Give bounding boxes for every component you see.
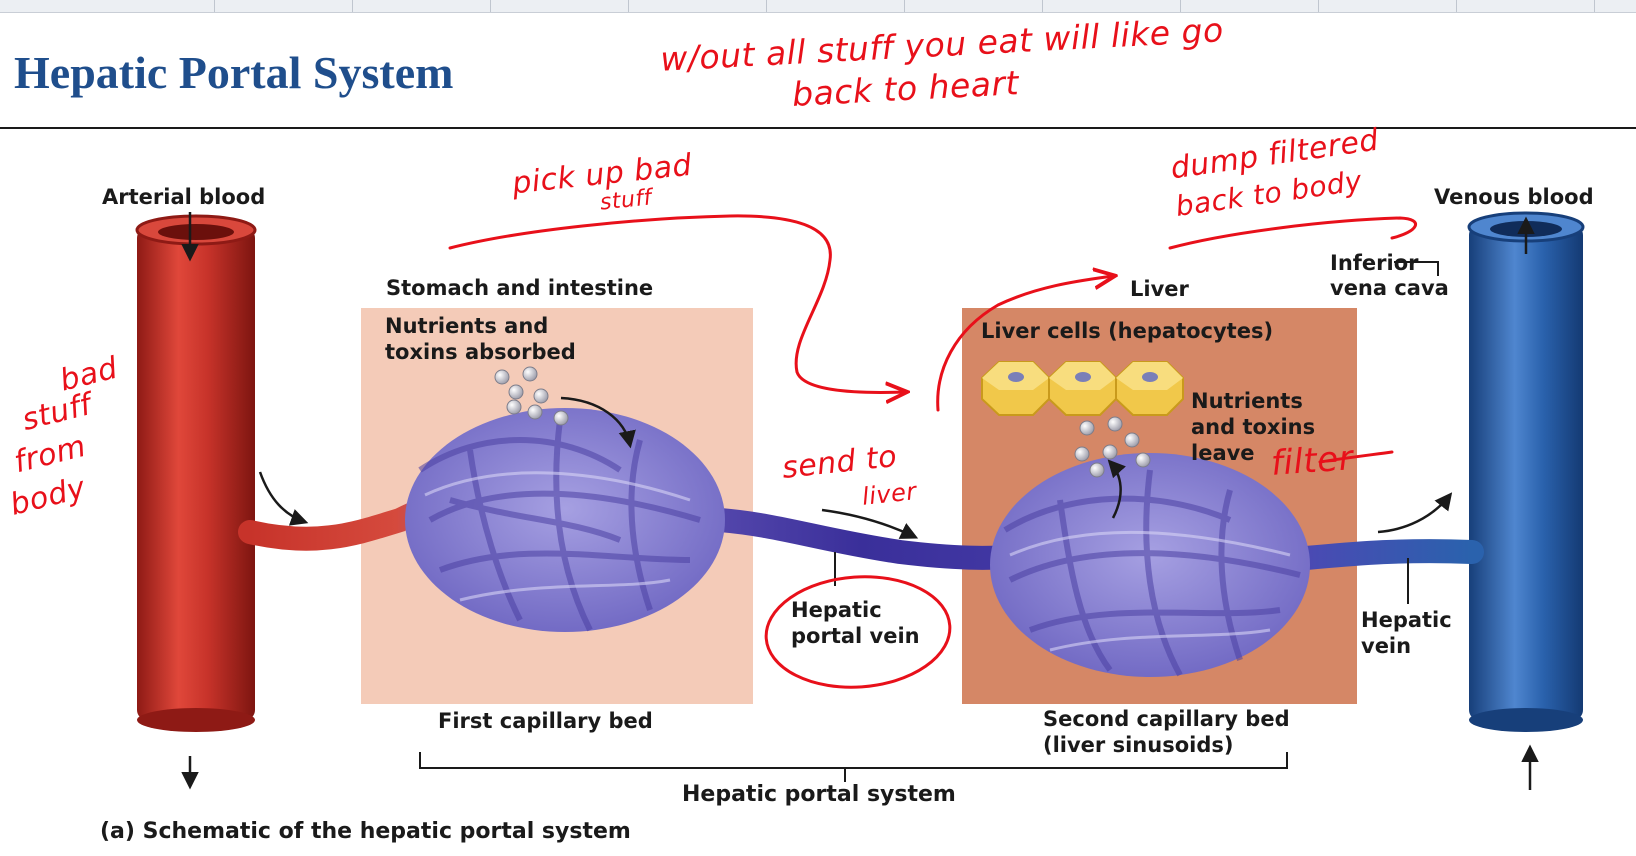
venous-blood-label: Venous blood — [1434, 185, 1594, 209]
nutrients-absorbed-label-2: toxins absorbed — [385, 340, 576, 364]
tab[interactable] — [766, 0, 905, 12]
hepatic-portal-vein-label-1: Hepatic — [791, 598, 882, 622]
tab[interactable] — [352, 0, 491, 12]
tab[interactable] — [1456, 0, 1595, 12]
second-capillary-bed-label-1: Second capillary bed — [1043, 707, 1290, 731]
tab[interactable] — [214, 0, 353, 12]
figure-caption: (a) Schematic of the hepatic portal syst… — [100, 819, 631, 844]
tab[interactable] — [490, 0, 629, 12]
flow-arrows — [181, 212, 1539, 790]
title-rule — [0, 127, 1636, 129]
tab[interactable] — [904, 0, 1043, 12]
inferior-vena-cava-label-1: Inferior — [1330, 251, 1419, 275]
tab[interactable] — [1180, 0, 1319, 12]
vein — [1467, 211, 1585, 732]
annotation-pick-up-line-2: stuff — [598, 185, 654, 216]
first-capillary-bed — [405, 408, 725, 632]
nutrients-leave-label-1: Nutrients — [1191, 389, 1303, 413]
nutrients-absorbed-label-1: Nutrients and — [385, 314, 549, 338]
annotation-filter: filter — [1269, 438, 1355, 484]
nutrient-particles — [494, 366, 1151, 478]
annotation-strokes — [448, 214, 1418, 689]
tab[interactable] — [628, 0, 767, 12]
hepatic-portal-system-bracket — [419, 752, 1288, 782]
annotation-send-line-2: liver — [860, 477, 918, 511]
hepatic-portal-system-label: Hepatic portal system — [682, 782, 956, 807]
inferior-vena-cava-label-2: vena cava — [1330, 276, 1449, 300]
arterial-blood-label: Arterial blood — [102, 185, 266, 209]
liver-cells-label: Liver cells (hepatocytes) — [981, 319, 1274, 343]
tab[interactable] — [1042, 0, 1181, 12]
hepatic-vein-label-2: vein — [1361, 634, 1412, 658]
hepatic-portal-vein-label-2: portal vein — [791, 624, 920, 648]
hepatocytes — [981, 361, 1184, 416]
nutrients-leave-label-2: and toxins — [1191, 415, 1316, 439]
nutrients-leave-label-3: leave — [1191, 441, 1255, 465]
second-capillary-bed — [990, 453, 1310, 677]
tab-strip — [0, 0, 1636, 13]
artery — [135, 214, 257, 732]
hepatic-vein-label-1: Hepatic — [1361, 608, 1452, 632]
liver-label: Liver — [1130, 277, 1189, 301]
second-capillary-bed-label-2: (liver sinusoids) — [1043, 733, 1234, 757]
tab[interactable] — [1318, 0, 1457, 12]
tab[interactable] — [76, 0, 215, 12]
first-capillary-bed-label: First capillary bed — [438, 709, 653, 733]
stomach-intestine-label: Stomach and intestine — [386, 276, 654, 300]
slide-title: Hepatic Portal System — [14, 47, 454, 98]
